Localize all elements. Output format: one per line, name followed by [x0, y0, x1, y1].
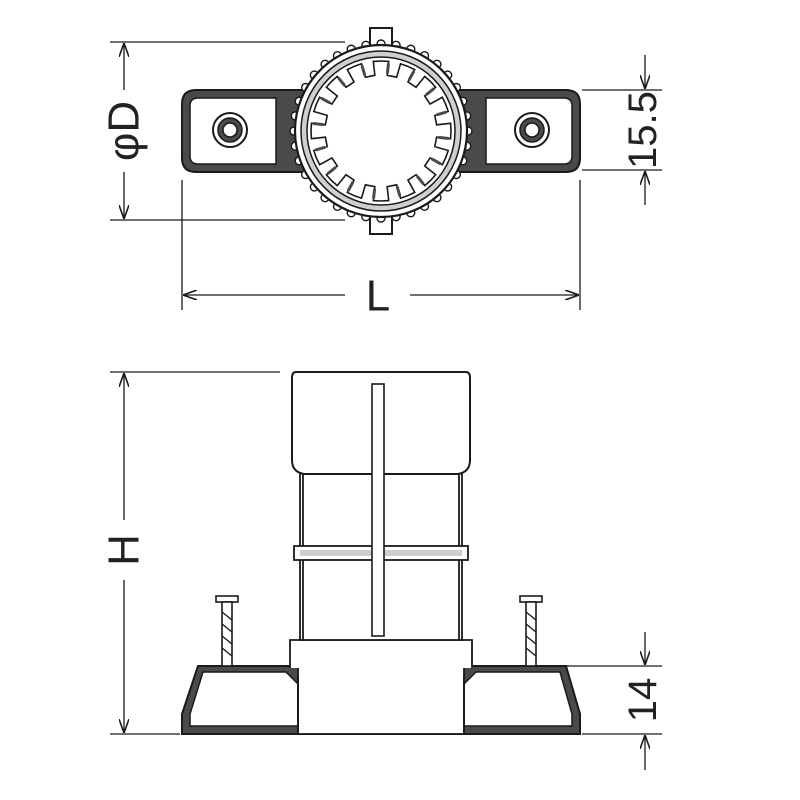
height-label: H — [100, 534, 149, 566]
side-view — [181, 371, 581, 735]
pipe-bore — [329, 79, 433, 183]
base-inner-right — [463, 671, 573, 727]
dimension-height: H — [100, 371, 280, 735]
dimension-flange-width: 15.5 — [582, 55, 665, 205]
diameter-label: φD — [100, 101, 149, 161]
base-shoulder — [289, 639, 473, 668]
flange-width-label: 15.5 — [621, 91, 665, 169]
center-rib — [371, 383, 385, 637]
right-screw-hole — [514, 112, 550, 148]
dimension-base-height: 14 — [566, 632, 665, 770]
gear-teeth-shadow — [313, 63, 449, 199]
dimension-length: L — [181, 180, 581, 321]
right-screw — [519, 595, 543, 667]
length-label: L — [366, 272, 390, 321]
left-screw-hole — [212, 112, 248, 148]
base-inner-left — [189, 671, 299, 727]
top-view — [181, 27, 581, 235]
base-height-label: 14 — [621, 678, 665, 723]
dimension-diameter: φD — [100, 41, 345, 221]
left-screw — [215, 595, 239, 667]
